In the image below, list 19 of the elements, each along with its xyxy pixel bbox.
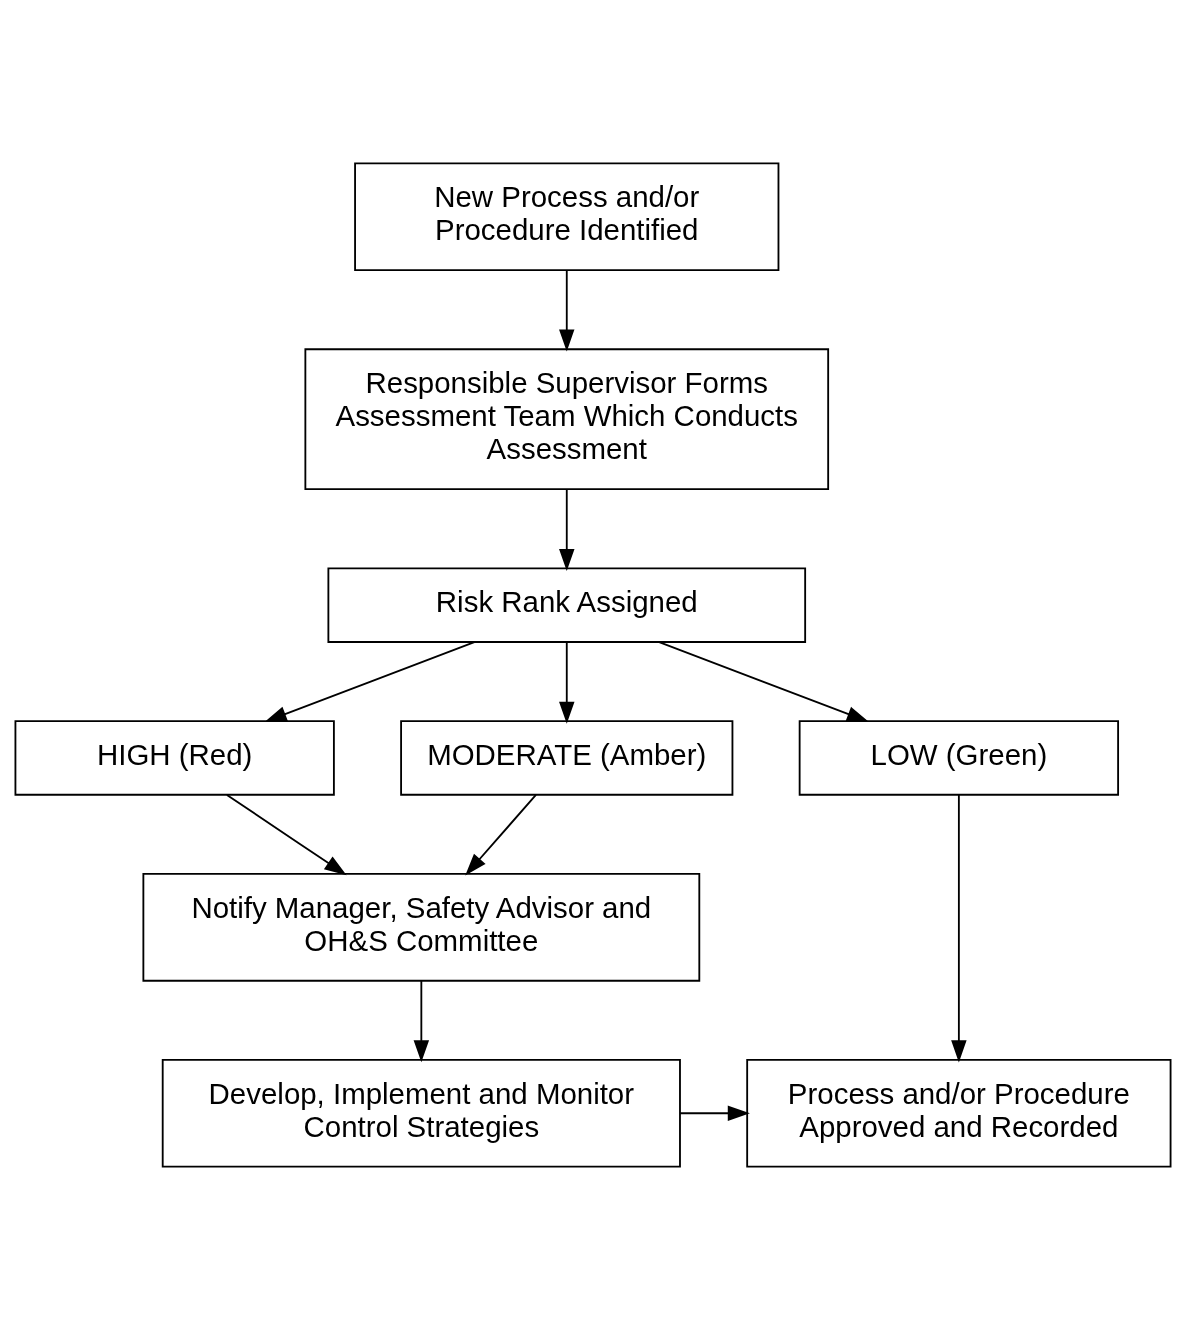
arrow [559,268,575,351]
arrow [679,1105,750,1121]
arrow [264,640,476,722]
arrow [226,793,347,875]
node-box: Notify Manager, Safety Advisor and OH&S Committee [142,872,701,982]
arrow [559,640,575,724]
arrow [465,793,537,875]
arrow [559,488,575,571]
arrow [413,979,430,1062]
node-box: Develop, Implement and Monitor Control Strategies [161,1058,681,1168]
node-box: Responsible Supervisor Forms Assessment Team Which Conducts Assessment [304,347,830,490]
node-box: HIGH (Red) [14,719,335,796]
arrow [658,640,869,722]
node-box: Risk Rank Assigned [327,566,807,643]
arrow [951,793,967,1062]
node-box: MODERATE (Amber) [400,719,734,796]
node-box: New Process and/or Procedure Identified [354,161,780,271]
node-box: Process and/or Procedure Approved and Recorded [746,1058,1172,1168]
node-box: LOW (Green) [798,719,1120,796]
